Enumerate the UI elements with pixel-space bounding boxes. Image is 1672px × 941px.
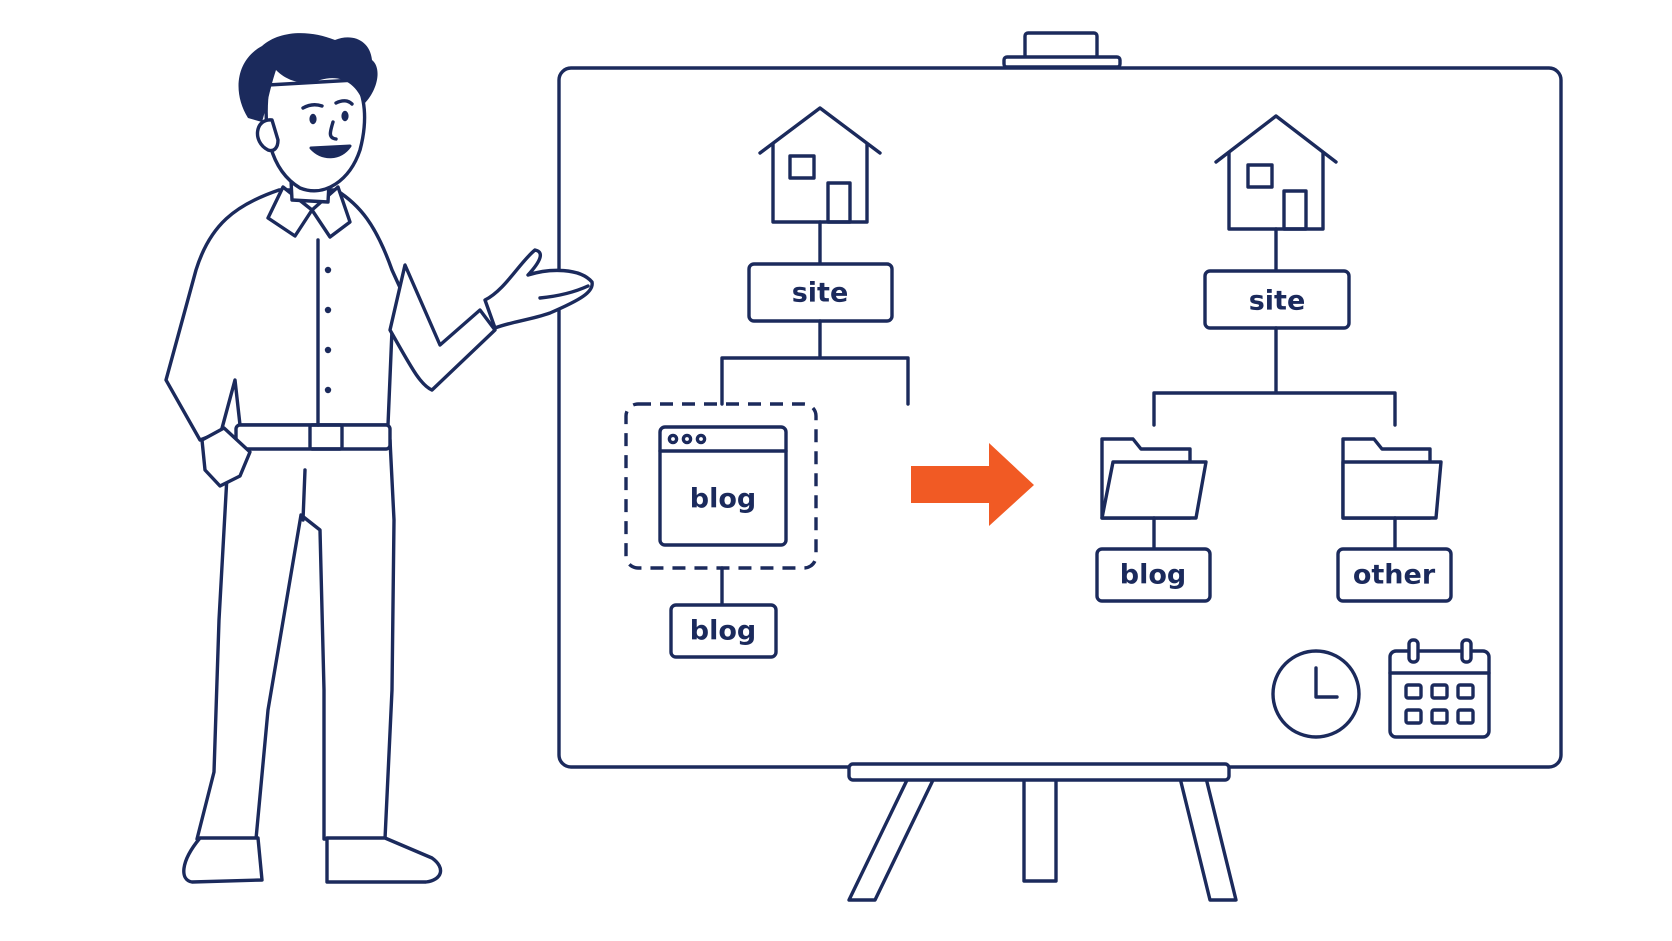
arrow-right-icon	[911, 443, 1034, 526]
clock-icon	[1271, 649, 1361, 739]
after-child-node-2	[1336, 547, 1453, 603]
before-root-label: site	[792, 278, 849, 309]
after-child-label-1: blog	[1120, 560, 1186, 591]
browser-window-icon	[658, 425, 788, 547]
after-tree: site blog other	[1095, 114, 1453, 603]
folder-icon	[1341, 437, 1443, 520]
presenter-figure	[164, 33, 594, 884]
before-tree: site blog blog	[624, 106, 910, 659]
calendar-icon	[1388, 638, 1491, 739]
after-child-node-1	[1095, 547, 1212, 603]
before-page-label: blog	[690, 484, 756, 515]
after-child-label-2: other	[1353, 560, 1436, 591]
before-child-label: blog	[690, 616, 756, 647]
easel	[557, 31, 1563, 902]
folder-open-icon	[1100, 437, 1208, 520]
before-child-node	[669, 603, 778, 659]
after-root-label: site	[1249, 286, 1306, 317]
